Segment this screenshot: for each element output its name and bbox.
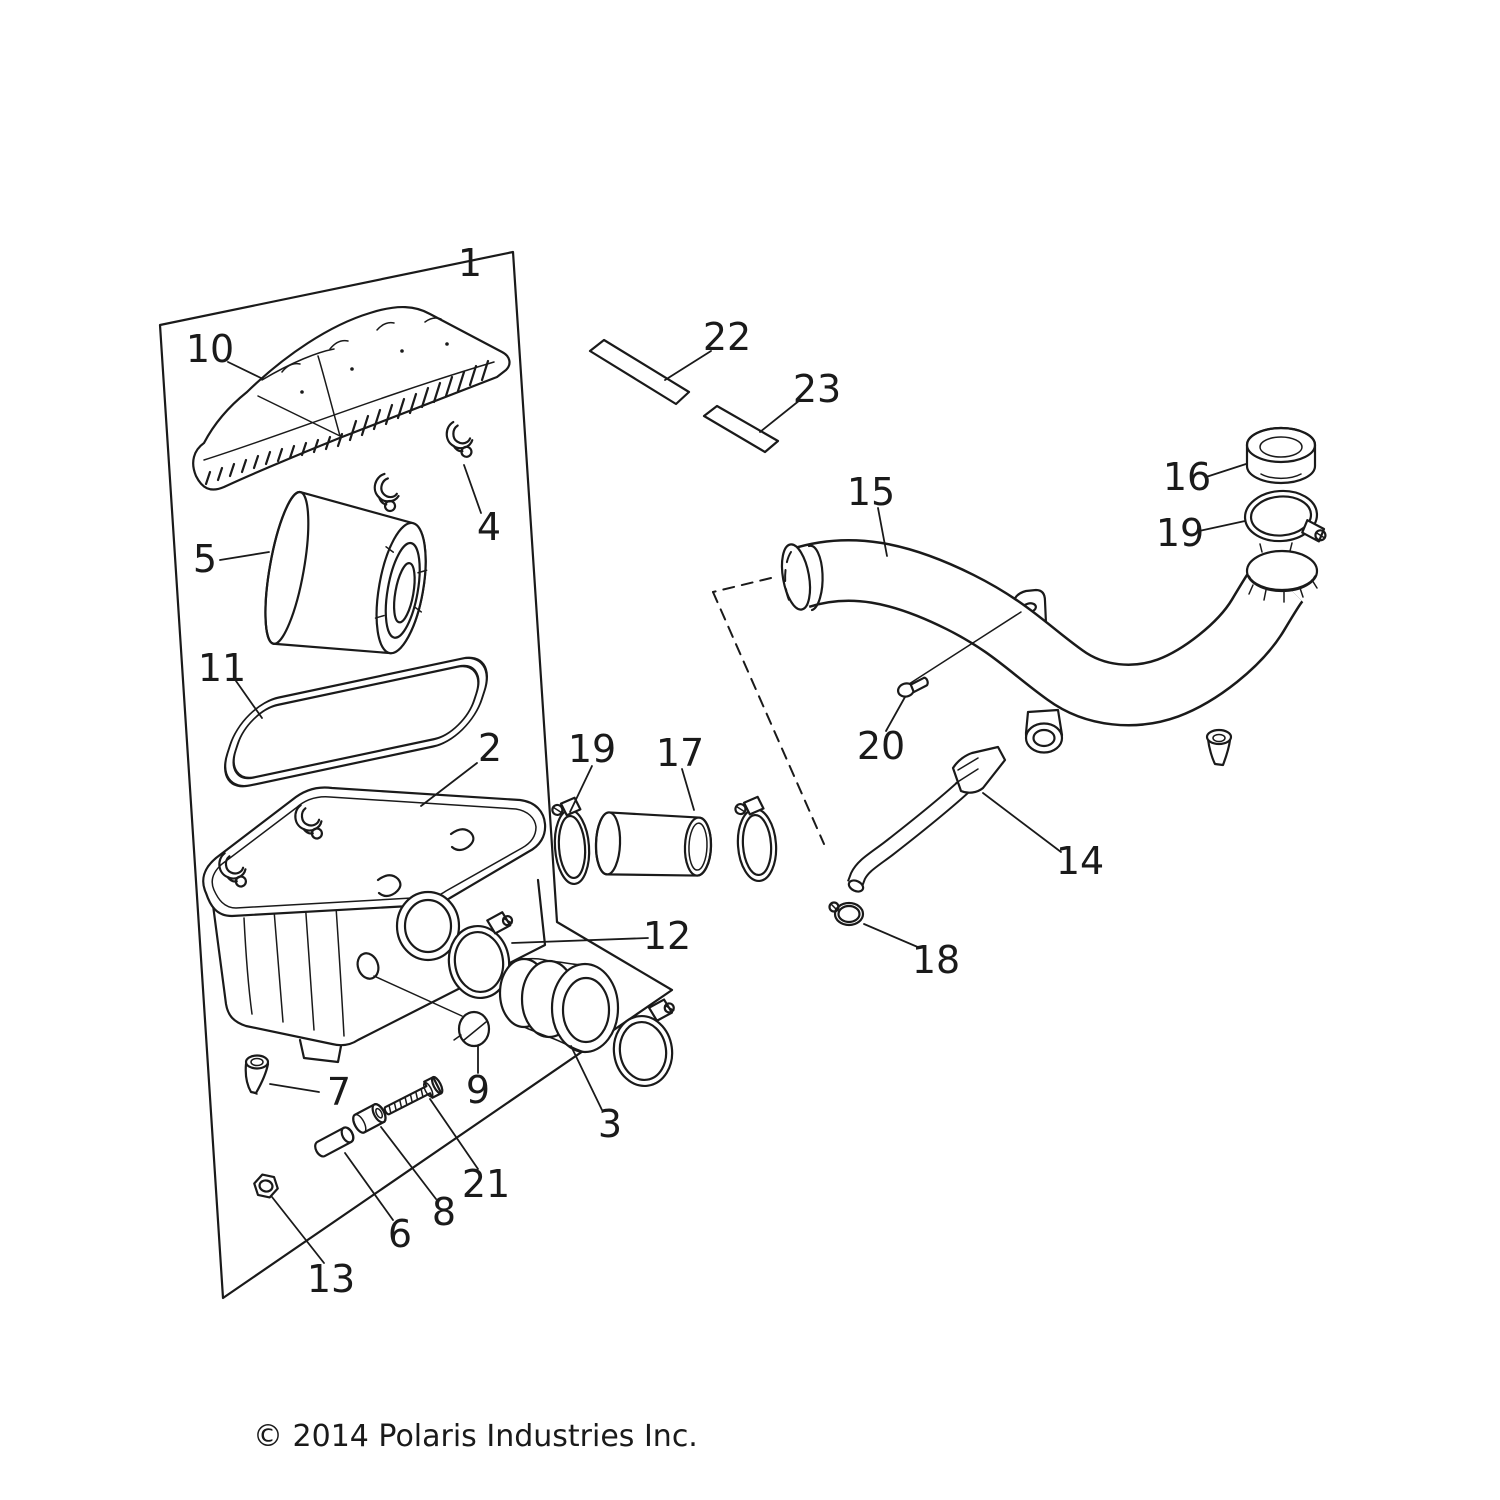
callout-18: 18 (912, 938, 960, 982)
clamp-boot-right (612, 998, 675, 1087)
callout-leader-6 (344, 1152, 394, 1221)
callout-leader-4 (463, 464, 482, 514)
air-filter (264, 490, 428, 655)
callout-11: 11 (198, 646, 246, 690)
clamp-19-mid-right (734, 795, 778, 883)
clamp-18 (828, 901, 865, 927)
callout-leader-12 (511, 937, 649, 944)
callout-15: 15 (847, 470, 895, 514)
callout-leader-2 (420, 762, 478, 807)
intake-boot (498, 957, 620, 1054)
bushing (352, 1103, 387, 1134)
callout-3: 3 (598, 1102, 622, 1146)
drain-valve (244, 1054, 270, 1095)
callout-16: 16 (1163, 455, 1211, 499)
clamp-19-right (1243, 489, 1327, 543)
callout-leader-13 (271, 1196, 325, 1264)
callout-17: 17 (656, 731, 704, 775)
callout-8: 8 (432, 1190, 456, 1234)
callout-21: 21 (462, 1162, 510, 1206)
spacer-sleeve (314, 1126, 355, 1158)
cover-hatching (204, 359, 490, 486)
callout-10: 10 (186, 327, 234, 371)
callout-leader-23 (759, 399, 801, 433)
callout-leader-14 (982, 792, 1062, 853)
callout-14: 14 (1056, 839, 1104, 883)
callout-13: 13 (307, 1257, 355, 1301)
airbox-cover (192, 306, 511, 491)
callout-5: 5 (193, 537, 217, 581)
callout-leader-20 (885, 696, 906, 732)
callout-leader-22 (664, 350, 712, 381)
intake-cap (1245, 426, 1317, 485)
callout-leader-17 (681, 768, 695, 811)
hose-17 (594, 811, 713, 877)
callout-2: 2 (478, 726, 502, 770)
callout-leader-18 (863, 923, 921, 949)
callout-leader-16 (1205, 463, 1247, 478)
callout-20: 20 (857, 724, 905, 768)
bolt-20 (896, 611, 1022, 698)
callout-leader-8 (380, 1126, 437, 1200)
callout-leader-11 (235, 680, 263, 719)
callout-leader-19 (1198, 520, 1246, 532)
copyright-text: © 2014 Polaris Industries Inc. (253, 1419, 698, 1454)
nut (253, 1173, 279, 1199)
callout-leader-21 (429, 1098, 479, 1170)
intake-tube (780, 539, 1319, 754)
callout-leader-3 (570, 1045, 603, 1111)
clamp-12 (447, 911, 514, 999)
bolt-21 (383, 1075, 444, 1116)
cover-clips (370, 419, 476, 514)
callout-22: 22 (703, 315, 751, 359)
plug-cap (453, 1010, 491, 1048)
callout-leader-10 (227, 361, 264, 380)
vent-valve (1205, 728, 1233, 767)
seal-strip-22 (588, 338, 691, 406)
callout-4: 4 (477, 505, 501, 549)
callout-9: 9 (466, 1068, 490, 1112)
callout-leader-19 (569, 765, 593, 813)
callout-6: 6 (388, 1212, 412, 1256)
cover-seal (223, 656, 489, 788)
callout-leader-15 (877, 507, 888, 557)
callout-1: 1 (458, 241, 482, 285)
callout-12: 12 (643, 914, 691, 958)
callout-19: 19 (1156, 511, 1204, 555)
assembly-boundary (158, 250, 674, 1300)
seal-strip-23 (702, 404, 780, 454)
callout-23: 23 (793, 367, 841, 411)
clamp-19-left (551, 796, 591, 886)
callout-leader-5 (219, 551, 270, 561)
drain-hose (847, 745, 1007, 893)
callout-leader-7 (269, 1083, 320, 1093)
callout-19: 19 (568, 727, 616, 771)
callout-7: 7 (327, 1070, 351, 1114)
assembly-guide-dashes (712, 577, 825, 845)
airbox-base (202, 786, 547, 1064)
